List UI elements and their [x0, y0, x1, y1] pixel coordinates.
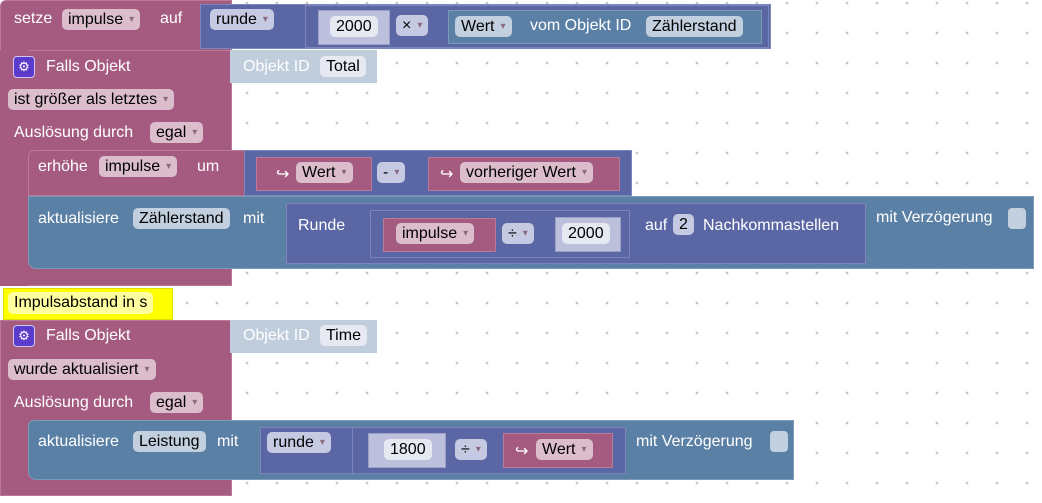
condition-dropdown[interactable]: ist größer als letztes [8, 89, 175, 110]
um-label: um [197, 158, 220, 175]
trigger-label: Falls Objekt [46, 58, 131, 75]
value-dropdown[interactable]: Wert [455, 16, 512, 37]
object-id-label: Objekt ID [243, 327, 310, 344]
number-field[interactable]: 2000 [330, 16, 378, 37]
variable-dropdown[interactable]: impulse [62, 9, 141, 30]
update-label: aktualisiere [38, 210, 119, 227]
comment-text[interactable]: Impulsabstand in s [8, 292, 154, 314]
vom-objekt-label: vom Objekt ID [530, 17, 632, 34]
previous-value-dropdown[interactable]: vorheriger Wert [460, 162, 593, 183]
trigger-by-dropdown[interactable]: egal [150, 392, 204, 413]
condition-dropdown[interactable]: wurde aktualisiert [8, 359, 156, 380]
increment-label: erhöhe [38, 158, 88, 175]
round-dropdown[interactable]: runde [210, 9, 274, 30]
operator-dropdown[interactable]: ÷ [502, 223, 534, 244]
object-id-field[interactable]: Time [320, 325, 367, 346]
value-dropdown[interactable]: Wert [536, 439, 593, 460]
gear-icon[interactable]: ⚙ [13, 56, 35, 78]
object-id-field[interactable]: Leistung [133, 431, 206, 452]
operator-dropdown[interactable]: - [377, 162, 406, 183]
operator-dropdown[interactable]: × [396, 15, 429, 36]
auf-label: auf [645, 217, 668, 234]
decimals-field[interactable]: 2 [673, 214, 694, 235]
trigger-by-dropdown[interactable]: egal [150, 122, 204, 143]
mit-label: mit [217, 433, 239, 450]
value-dropdown[interactable]: Wert [296, 162, 353, 183]
number-field[interactable]: 2000 [562, 223, 610, 244]
auf-label: auf [160, 10, 183, 27]
variable-dropdown[interactable]: impulse [396, 223, 475, 244]
operator-dropdown[interactable]: ÷ [455, 439, 487, 460]
number-field[interactable]: 1800 [384, 439, 432, 460]
delay-label: mit Verzögerung [636, 433, 753, 450]
delay-checkbox[interactable] [1008, 208, 1026, 229]
delay-checkbox[interactable] [770, 431, 788, 452]
delay-label: mit Verzögerung [876, 209, 993, 226]
trigger-label: Falls Objekt [46, 327, 131, 344]
setze-label: setze [14, 10, 53, 27]
round-label: Runde [298, 217, 346, 234]
object-id-field[interactable]: Total [320, 56, 366, 77]
object-id-field[interactable]: Zählerstand [133, 208, 230, 229]
gear-icon[interactable]: ⚙ [13, 325, 35, 347]
update-label: aktualisiere [38, 433, 119, 450]
arrow-icon: ↪ [440, 166, 454, 183]
decimals-label: Nachkommastellen [703, 217, 840, 234]
trigger-by-label: Auslösung durch [14, 124, 134, 141]
object-id-field[interactable]: Zählerstand [646, 16, 743, 37]
object-id-label: Objekt ID [243, 58, 310, 75]
arrow-icon: ↪ [276, 166, 290, 183]
round-dropdown[interactable]: runde [267, 432, 331, 453]
trigger-by-label: Auslösung durch [14, 394, 134, 411]
mit-label: mit [243, 210, 265, 227]
arrow-icon: ↪ [515, 443, 529, 460]
variable-dropdown[interactable]: impulse [99, 156, 178, 177]
